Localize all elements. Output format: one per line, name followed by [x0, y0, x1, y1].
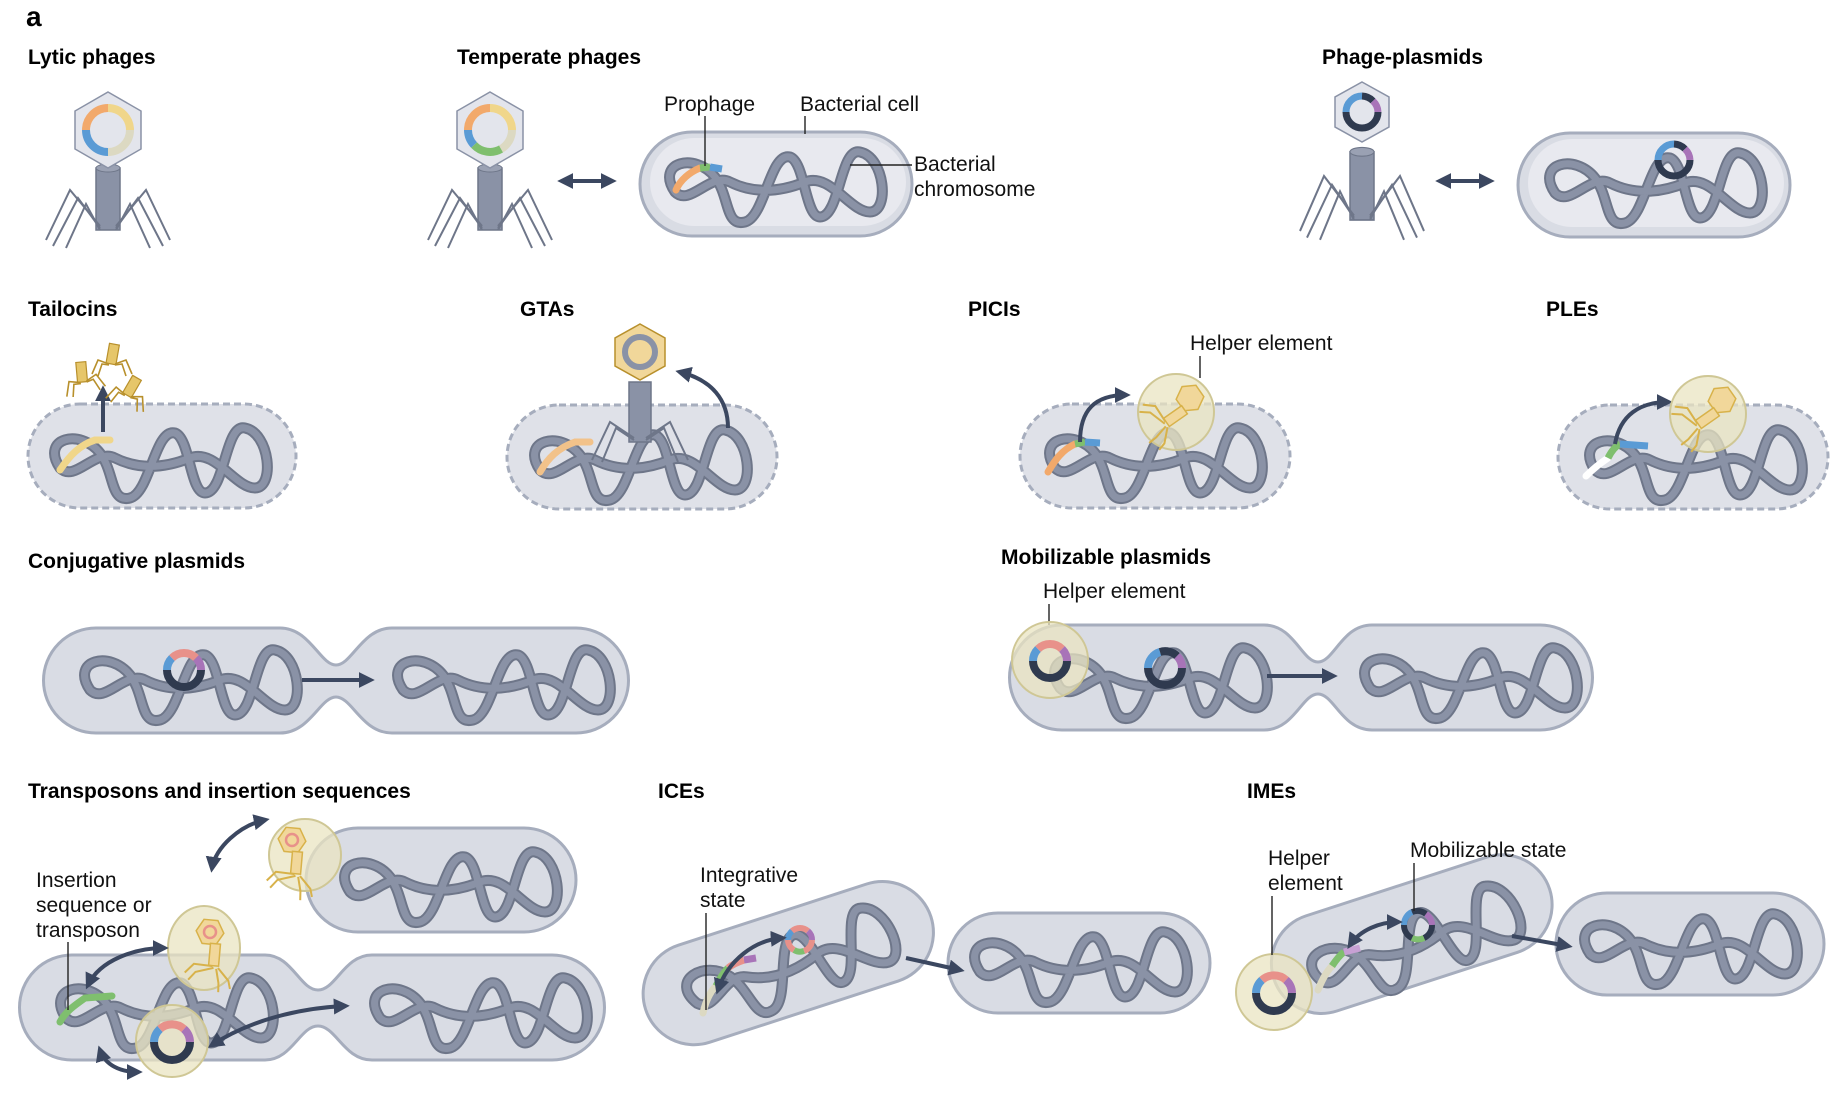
double-arrow-icon: [713, 930, 787, 995]
plasmid-bubble: [135, 1004, 209, 1078]
phage-icon: [427, 91, 553, 249]
transposon-label-line2: sequence or: [36, 894, 152, 917]
panel-phage-plasmids: Phage-plasmids: [1298, 46, 1792, 241]
panel-conjugative-plasmids: Conjugative plasmids: [28, 550, 630, 735]
conjugating-cells: [1269, 853, 1826, 1027]
helper-element-label: Helper element: [1190, 332, 1333, 355]
mobilizable-ime-ring-icon: [1401, 907, 1435, 943]
panel-title: Mobilizable plasmids: [1001, 546, 1211, 569]
panel-imes: IMEs: [1235, 780, 1826, 1031]
phage-icon: [45, 91, 171, 249]
panel-title: ICEs: [658, 780, 705, 803]
chromosome-label-line2: chromosome: [914, 178, 1035, 201]
curved-arrow-icon: [1078, 387, 1131, 443]
double-arrow-icon: [95, 1045, 143, 1080]
plasmid-ring-icon: [1342, 92, 1382, 132]
panel-title: GTAs: [520, 298, 574, 321]
plasmid-ring-icon: [1654, 140, 1694, 180]
bacterial-cell: [26, 402, 298, 510]
tailocin-icon: [91, 342, 133, 377]
helper-label-line2: element: [1268, 872, 1343, 895]
panel-title: Conjugative plasmids: [28, 550, 245, 573]
panel-transposons: Transposons and insertion sequences Inse…: [18, 780, 606, 1080]
curved-arrow-icon: [675, 366, 730, 429]
bacterial-cell: [1516, 131, 1792, 239]
genome-ring-icon: [464, 104, 516, 156]
panel-picis: PICIs Helper element: [968, 298, 1333, 510]
excised-ice-ring-icon: [784, 925, 816, 955]
recipient-cell: [304, 826, 578, 934]
double-arrow-icon: [1347, 914, 1403, 949]
transposon-label-line1: Insertion: [36, 869, 117, 892]
double-arrow-icon: [85, 940, 169, 990]
helper-plasmid-ring-icon: [1252, 971, 1296, 1015]
panel-title: Phage-plasmids: [1322, 46, 1483, 69]
gta-gene-segment: [536, 438, 594, 476]
panel-title: IMEs: [1247, 780, 1296, 803]
plasmid-ring-icon: [150, 1020, 194, 1064]
integrative-state-label-line1: Integrative: [700, 864, 798, 887]
helper-element-bubble: [1127, 367, 1215, 459]
helper-plasmid-ring-icon: [1029, 640, 1071, 682]
helper-label-line1: Helper: [1268, 847, 1330, 870]
transposon-label-line3: transposon: [36, 919, 140, 942]
transposon-segment: [56, 992, 116, 1026]
panel-letter: a: [26, 1, 42, 32]
transfer-arrow-icon: [905, 956, 965, 976]
panel-gtas: GTAs: [505, 298, 779, 511]
plasmid-ring-icon: [163, 649, 205, 691]
bacterial-cell-label: Bacterial cell: [800, 93, 919, 116]
panel-title: PICIs: [968, 298, 1021, 321]
helper-element-bubble: [1235, 953, 1313, 1031]
panel-temperate-phages: Temperate phages Prophage Bacterial cell: [427, 46, 1035, 249]
transfer-arrow-icon: [1511, 934, 1573, 952]
panel-title: PLEs: [1546, 298, 1599, 321]
helper-element-label: Helper element: [1043, 580, 1186, 603]
bacterial-cell: [505, 403, 779, 511]
bacterial-cell: [638, 130, 914, 238]
tailocin-gene-segment: [56, 436, 114, 474]
chromosome-label-line1: Bacterial: [914, 153, 996, 176]
panel-title: Transposons and insertion sequences: [28, 780, 411, 803]
panel-ples: PLEs: [1546, 298, 1830, 511]
helper-element-bubble: [1011, 621, 1089, 699]
panel-tailocins: Tailocins: [26, 298, 298, 510]
curved-arrow-icon: [1613, 394, 1673, 445]
phage-icon: [1298, 81, 1426, 241]
plasmid-ring-icon: [1144, 647, 1186, 689]
prophage-segment: [672, 164, 704, 194]
panel-lytic-phages: Lytic phages: [28, 46, 171, 249]
tailocin-icon: [58, 355, 107, 400]
gta-particle-icon: [591, 323, 689, 463]
panel-mobilizable-plasmids: Mobilizable plasmids Helper element: [1001, 546, 1594, 732]
panel-ices: ICEs Integrative state: [641, 780, 1212, 1047]
double-arrow-icon: [205, 814, 270, 873]
panel-title: Tailocins: [28, 298, 117, 321]
integrative-state-label-line2: state: [700, 889, 746, 912]
helper-element-bubble: [1659, 369, 1747, 461]
mobilizable-state-label: Mobilizable state: [1410, 839, 1566, 862]
genome-ring-icon: [82, 104, 134, 156]
panel-title: Temperate phages: [457, 46, 641, 69]
conjugating-cells: [641, 880, 1212, 1047]
panel-title: Lytic phages: [28, 46, 156, 69]
double-arrow-icon: [207, 998, 350, 1048]
prophage-label: Prophage: [664, 93, 755, 116]
